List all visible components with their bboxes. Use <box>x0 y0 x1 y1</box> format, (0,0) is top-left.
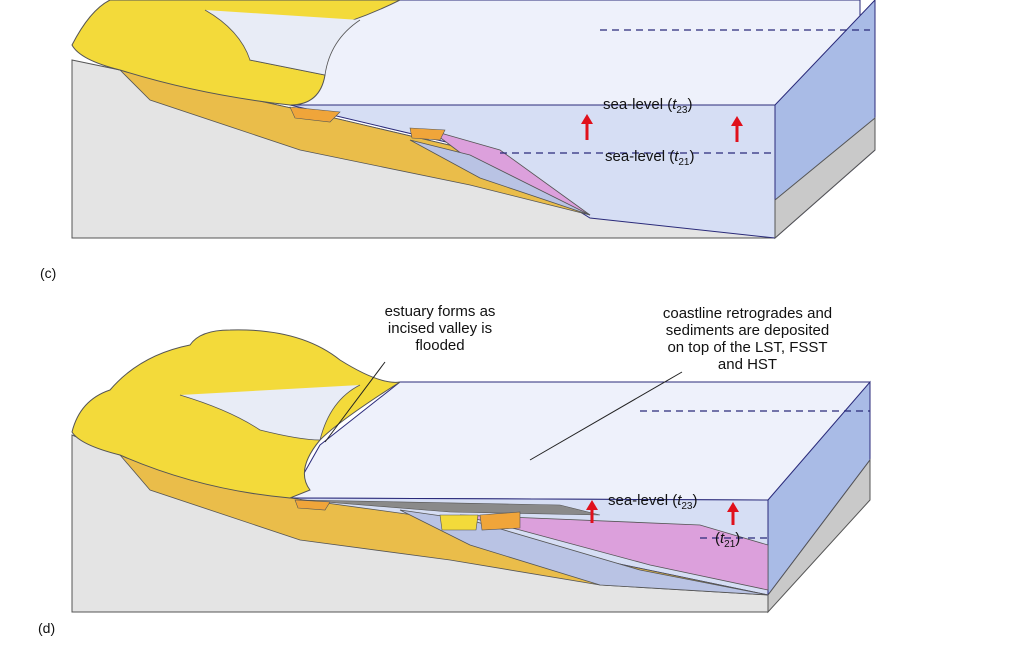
annotation-line: on top of the LST, FSST <box>667 339 828 356</box>
panel-d-block-right-base <box>767 458 871 614</box>
panel-d-annotation-coastline: coastline retrogrades and sediments are … <box>640 305 855 373</box>
panel-c-sea-level-t21-label: sea-level (t21) <box>605 148 695 168</box>
panel-c: sea-level (t23) sea-level (t21) <box>71 0 876 240</box>
annotation-line: coastline retrogrades and <box>662 305 833 322</box>
annotation-line: incised valley is <box>387 320 493 337</box>
panel-d-wedge-orange-2 <box>479 511 521 531</box>
panel-d-rise-arrow-1 <box>586 500 598 523</box>
panel-d-label: (d) <box>38 620 56 636</box>
panel-d-wedge-orange <box>294 499 331 511</box>
panel-d: sea-level (t23) (t21) <box>71 329 871 614</box>
panel-c-block-right-base <box>774 116 876 240</box>
panel-c-water-surface <box>289 0 861 106</box>
panel-c-rise-arrow-1 <box>581 114 593 140</box>
panel-d-leader-left <box>324 361 386 443</box>
panel-d-annotation-estuary: estuary forms as incised valley is flood… <box>355 303 525 354</box>
panel-c-wedge-blue <box>409 139 591 216</box>
panel-d-wedge-pink <box>459 514 769 591</box>
panel-c-wedge-orange-2 <box>409 127 446 141</box>
panel-d-sea-level-t23-label: sea-level (t23) <box>608 492 698 512</box>
panel-c-wedge-orange <box>289 106 341 123</box>
panel-c-valley <box>204 9 361 76</box>
annotation-line: estuary forms as <box>384 303 496 320</box>
panel-c-rise-arrow-2 <box>731 116 743 142</box>
panel-d-rise-arrow-2 <box>727 502 739 525</box>
panel-d-wedge-yellow-2 <box>439 514 479 531</box>
annotation-line: sediments are deposited <box>665 322 830 339</box>
panel-d-valley <box>179 384 361 441</box>
panel-d-wedge-grey <box>299 499 601 516</box>
panel-c-sea-level-t23-label: sea-level (t23) <box>603 96 693 116</box>
annotation-line: flooded <box>415 337 465 354</box>
panel-d-sea-level-t21-label: (t21) <box>715 530 740 550</box>
panel-d-leader-right <box>529 371 683 461</box>
panel-c-label: (c) <box>40 265 57 281</box>
annotation-line: and HST <box>717 356 778 373</box>
